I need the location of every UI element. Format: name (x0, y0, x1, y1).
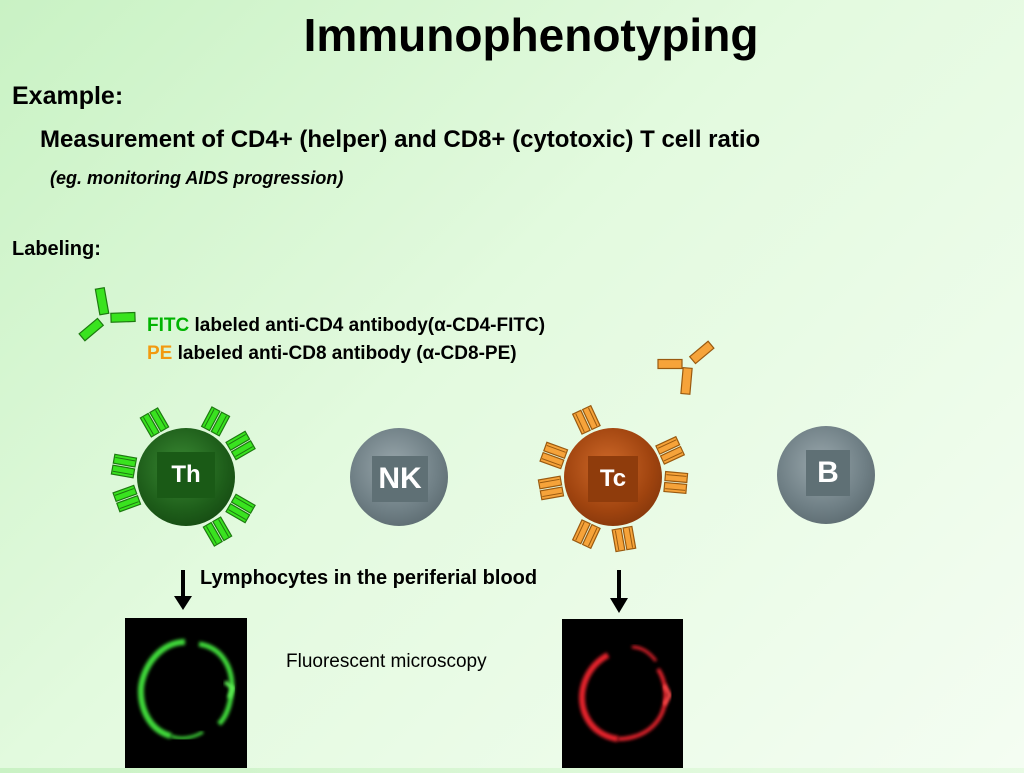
lymphocytes-caption: Lymphocytes in the periferial blood (200, 567, 538, 589)
note-text: (eg. monitoring AIDS progression) (50, 168, 344, 188)
legend-pe: PE labeled anti-CD8 antibody (α-CD8-PE) (147, 343, 517, 365)
th-cell-label: Th (157, 452, 215, 498)
fitc-antibody-icon (78, 287, 136, 342)
legend-pe-word: PE (147, 343, 173, 364)
legend-fitc: FITC labeled anti-CD4 antibody(α-CD4-FIT… (147, 315, 545, 337)
tc-cell-label: Tc (588, 456, 638, 502)
legend-fitc-text: labeled anti-CD4 antibody(α-CD4-FITC) (194, 315, 546, 336)
down-arrow-icon (610, 570, 628, 613)
measurement-text: Measurement of CD4+ (helper) and CD8+ (c… (40, 126, 761, 153)
nk-cell-label: NK (372, 456, 428, 502)
example-label: Example: (12, 82, 124, 110)
page-title: Immunophenotyping (303, 9, 759, 61)
legend-pe-text: labeled anti-CD8 antibody (α-CD8-PE) (177, 343, 517, 364)
tc-bound-antibodies (537, 405, 689, 553)
red-fluorescence-image (562, 619, 683, 768)
legend-fitc-word: FITC (147, 315, 190, 336)
b-cell-label: B (806, 450, 850, 496)
pe-antibody-icon (657, 340, 715, 395)
th-bound-antibodies (110, 406, 256, 547)
labeling-label: Labeling: (12, 238, 101, 260)
down-arrow-icon (174, 570, 192, 610)
microscopy-label: Fluorescent microscopy (286, 651, 487, 672)
green-fluorescence-image (125, 618, 247, 768)
